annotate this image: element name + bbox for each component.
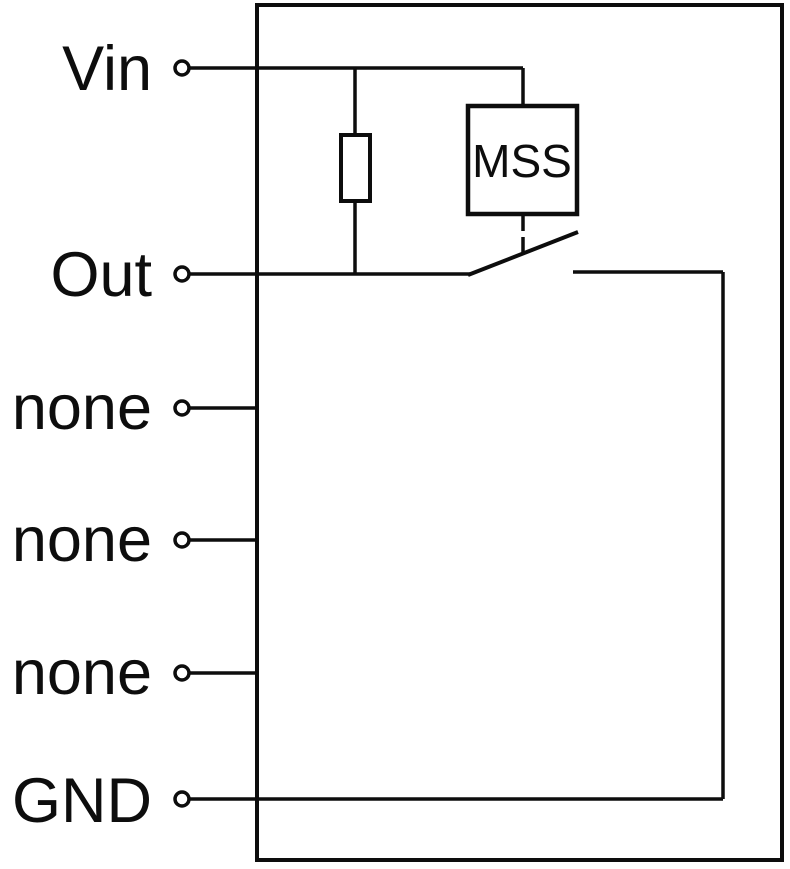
- pin-label-none-1: none: [12, 373, 152, 443]
- pin-terminal-icon: [173, 790, 191, 808]
- pin-row-none-2: none: [12, 505, 259, 575]
- pin-row-vin: Vin: [62, 34, 523, 104]
- pin-terminal-icon: [173, 265, 191, 283]
- switch-blade-icon: [467, 230, 579, 277]
- pin-terminal-icon: [173, 664, 191, 682]
- pin-label-none-2: none: [12, 505, 152, 575]
- resistor-icon: [339, 133, 372, 203]
- mss-box: [465, 103, 580, 217]
- pin-row-none-3: none: [12, 638, 259, 708]
- pin-label-out: Out: [50, 240, 152, 310]
- pin-label-none-3: none: [12, 638, 152, 708]
- mss-label: MSS: [472, 135, 572, 187]
- pull-resistor-branch: [339, 68, 372, 274]
- pin-terminal-icon: [173, 531, 191, 549]
- ic-outline: [255, 3, 784, 862]
- pin-terminal-icon: [173, 59, 191, 77]
- pin-row-none-1: none: [12, 373, 259, 443]
- pin-label-gnd: GND: [12, 766, 152, 836]
- pin-row-gnd: GND: [12, 766, 723, 836]
- pin-row-out: Out: [50, 240, 471, 310]
- mss-block: MSS: [465, 68, 580, 256]
- pin-terminal-icon: [173, 399, 191, 417]
- switch-symbol: [467, 230, 725, 799]
- pin-label-vin: Vin: [62, 34, 152, 104]
